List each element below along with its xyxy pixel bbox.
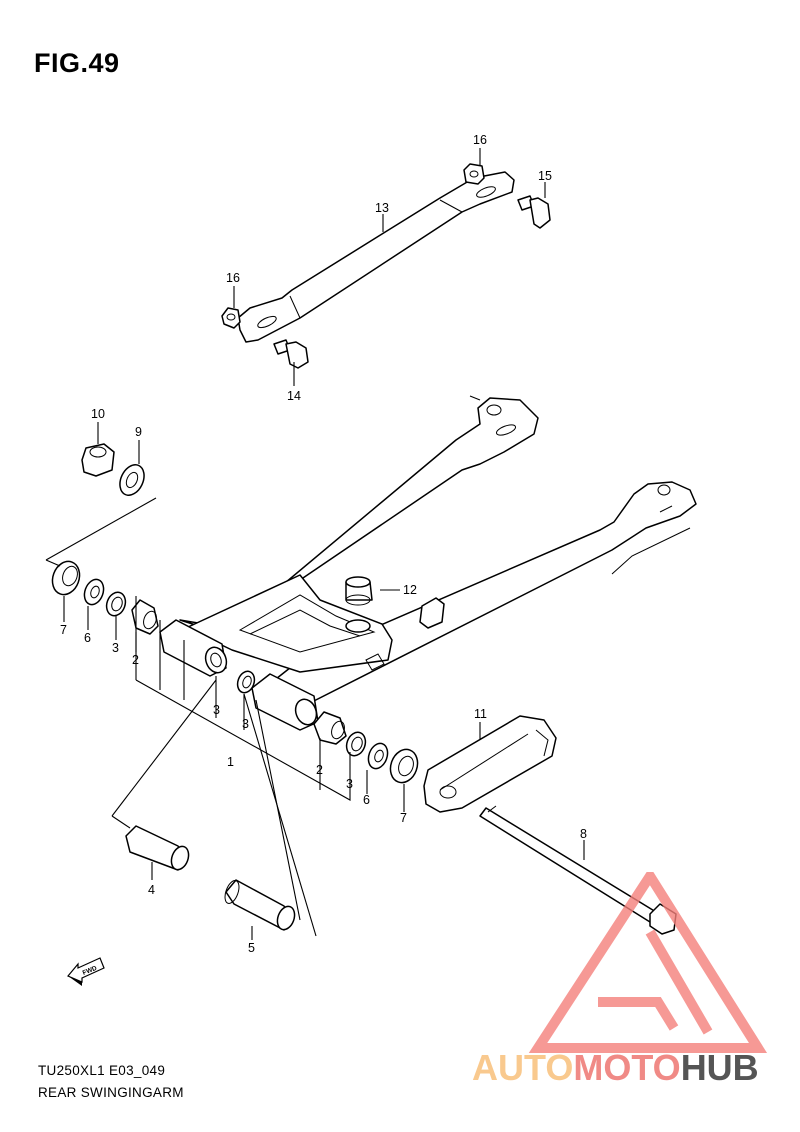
spacer-2-right[interactable]	[313, 711, 347, 745]
callout-7-left: 7	[60, 623, 67, 637]
bolt-14[interactable]	[273, 339, 309, 369]
callout-4: 4	[148, 883, 155, 897]
nut-16-top[interactable]	[463, 163, 485, 185]
callout-15: 15	[538, 169, 552, 183]
washer-6-right[interactable]	[365, 741, 391, 772]
torque-link-13[interactable]	[237, 171, 515, 343]
dust-seal-7-left[interactable]	[48, 558, 84, 599]
callout-3-right: 3	[346, 777, 353, 791]
washer-9[interactable]	[115, 461, 148, 499]
callout-9: 9	[135, 425, 142, 439]
nut-16-lower[interactable]	[221, 307, 241, 329]
callout-16-lower: 16	[226, 271, 240, 285]
nut-10[interactable]	[81, 443, 115, 477]
bolt-15[interactable]	[517, 195, 551, 229]
callout-7-right: 7	[400, 811, 407, 825]
fwd-arrow: FWD	[67, 957, 105, 986]
callout-8: 8	[580, 827, 587, 841]
callout-6-left: 6	[84, 631, 91, 645]
leader-lines	[45, 148, 585, 940]
callout-11: 11	[474, 707, 487, 721]
watermark-moto: MOTO	[573, 1047, 680, 1088]
watermark-text: AUTOMOTOHUB	[472, 1047, 759, 1088]
bushing-4[interactable]	[125, 825, 192, 872]
washer-6-left[interactable]	[81, 577, 107, 608]
swingarm-1[interactable]	[159, 395, 697, 731]
callout-3-mid-b: 3	[242, 717, 249, 731]
chain-guide-11[interactable]	[423, 715, 557, 813]
cushion-12[interactable]	[345, 576, 373, 633]
callout-5: 5	[248, 941, 255, 955]
callout-14: 14	[287, 389, 301, 403]
dust-seal-7-right[interactable]	[386, 746, 422, 787]
watermark-triangle	[528, 872, 768, 1053]
watermark-hub: HUB	[681, 1047, 759, 1088]
callout-2-left: 2	[132, 653, 139, 667]
callout-10: 10	[91, 407, 105, 421]
bushing-5[interactable]	[222, 879, 297, 932]
callout-2-right: 2	[316, 763, 323, 777]
callout-16-top: 16	[473, 133, 487, 147]
callout-1: 1	[227, 755, 234, 769]
callout-12: 12	[403, 583, 417, 597]
bearing-3-left[interactable]	[103, 590, 128, 619]
callout-3-mid-a: 3	[213, 703, 220, 717]
figure-model-code: TU250XL1 E03_049	[38, 1063, 166, 1078]
bearing-3-mid[interactable]	[235, 669, 258, 695]
callout-13: 13	[375, 201, 389, 215]
callout-6-right: 6	[363, 793, 370, 807]
bearing-3-right[interactable]	[343, 730, 368, 759]
watermark-auto: AUTO	[472, 1047, 573, 1088]
figure-name: REAR SWINGINGARM	[38, 1085, 184, 1100]
callout-3-left: 3	[112, 641, 119, 655]
figure-title: FIG.49	[34, 48, 120, 78]
watermark-logo: AUTOMOTOHUB	[472, 872, 768, 1088]
